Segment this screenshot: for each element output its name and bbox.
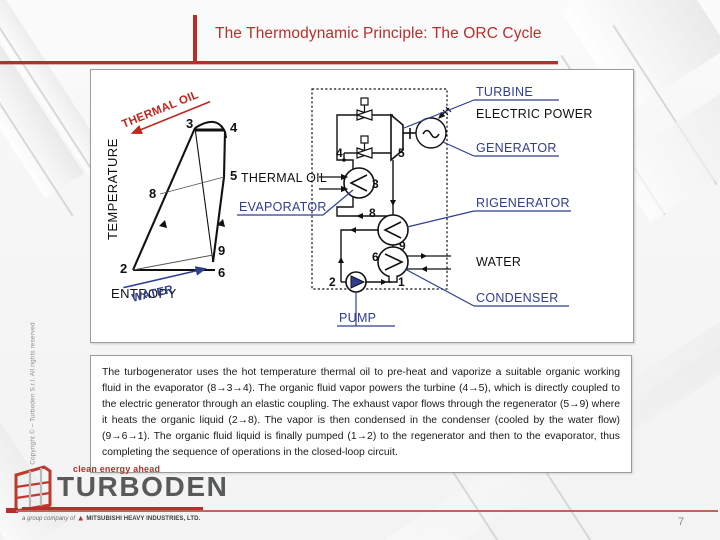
ts-point-5: 5 [230,168,237,183]
footer-rule-cap [6,508,18,513]
ts-point-4: 4 [230,120,238,135]
ts-line-2-9 [132,254,214,271]
turbine-symbol [390,113,404,162]
ts-arrow-right [217,219,225,227]
sch-point-6: 6 [372,250,379,264]
ts-point-9: 9 [218,243,225,258]
label-condenser: CONDENSER [476,291,559,305]
ts-curve-right [211,176,226,263]
sch-point-4: 4 [336,146,343,160]
ts-curve-left [132,127,196,271]
turboden-logo: clean energy ahead TURBODEN a group comp… [10,463,227,529]
sch-point-9: 9 [399,239,406,253]
header-rule-shadow [0,64,558,65]
caption-text: The turbogenerator uses the hot temperat… [102,367,620,459]
logo-parent-name: MITSUBISHI HEAVY INDUSTRIES, LTD. [86,516,201,522]
header-accent-bar [193,15,197,64]
page-title: The Thermodynamic Principle: The ORC Cyc… [215,25,542,42]
sch-point-1: 1 [398,275,405,289]
ts-point-8: 8 [149,186,156,201]
mitsubishi-icon: ▲ [76,513,85,523]
sch-point-3: 3 [372,177,379,191]
footer-rule [16,510,718,512]
header-rule [0,61,558,64]
logo-tagline: clean energy ahead [73,464,161,474]
label-rigenerator: RIGENERATOR [476,196,570,210]
label-thermal-oil: THERMAL OIL [241,171,327,185]
label-turbine: TURBINE [476,85,533,99]
sch-point-8: 8 [369,206,376,220]
sch-point-2: 2 [329,275,336,289]
ts-y-axis-label: TEMPERATURE [105,138,120,240]
ts-arrow-left [159,220,167,228]
ts-line-3-9 [194,127,214,263]
ts-diagram: TEMPERATURE ENTROPY 3 4 5 [105,89,238,305]
ts-dome-top [194,120,228,139]
caption-box: The turbogenerator uses the hot temperat… [90,355,632,473]
process-schematic: 3 4 [237,85,593,327]
module-boundary [311,88,448,290]
sch-point-5: 5 [398,146,405,160]
logo-underline [22,507,203,510]
page-number: 7 [678,516,685,528]
side-copyright: Copyright © – Turboden S.r.l. All rights… [29,322,37,465]
logo-wordmark: TURBODEN [57,471,229,502]
orc-cycle-figure: TEMPERATURE ENTROPY 3 4 5 [105,85,593,327]
figure-panel: TEMPERATURE ENTROPY 3 4 5 [90,69,634,343]
ts-point-6: 6 [218,265,225,280]
label-electric-power: ELECTRIC POWER [476,107,593,121]
ts-point-3: 3 [186,116,193,131]
label-water: WATER [476,255,521,269]
ts-line-8-5 [159,176,225,195]
logo-group-prefix: a group company of [22,516,76,522]
label-evaporator: EVAPORATOR [239,200,327,214]
ts-point-2: 2 [120,261,127,276]
label-generator: GENERATOR [476,141,557,155]
valve-upper [355,97,393,121]
logo-parent-line: a group company of ▲ MITSUBISHI HEAVY IN… [22,513,201,523]
ts-x-axis-label: ENTROPY [111,286,177,301]
ts-line-4-5 [222,131,227,178]
valve-lower [343,135,393,160]
label-pump: PUMP [339,311,376,325]
